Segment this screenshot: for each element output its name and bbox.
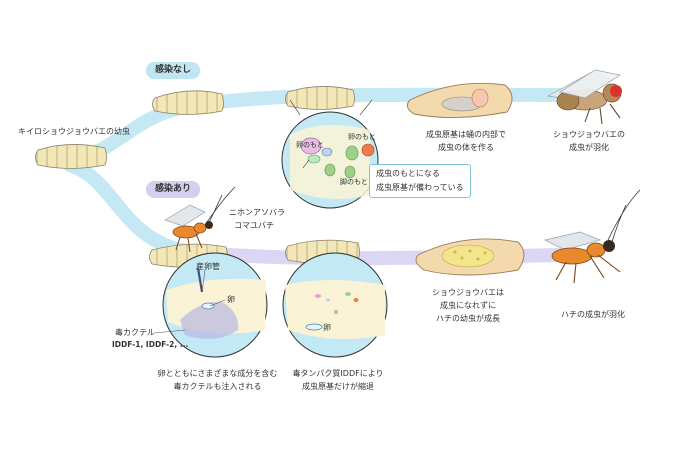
larva-start xyxy=(35,144,107,169)
imaginal-disc-circle xyxy=(281,111,379,209)
caption-pupa-bottom-line2: 成虫になれずに xyxy=(440,301,496,310)
pointer-egg xyxy=(209,299,226,307)
tag-uninfected: 感染なし xyxy=(146,62,201,79)
caption-fly-adult-line2: 成虫が羽化 xyxy=(569,143,609,152)
caption-pupa-top-line2: 成虫の体を作る xyxy=(438,143,494,152)
wasp-name-line1: ニホンアソバラ xyxy=(229,208,285,217)
label-egg-2: 卵 xyxy=(323,323,331,332)
pupa-bottom xyxy=(415,238,525,276)
host-larva-label: キイロショウジョウバエの幼虫 xyxy=(18,127,130,136)
pointer-cocktail xyxy=(154,329,186,334)
caption-iddf-line1: 毒タンパク質IDDFにより xyxy=(292,369,384,378)
degeneration-circle xyxy=(282,252,388,358)
info-box-line2: 成虫原基が備わっている xyxy=(376,183,464,192)
caption-inject-line2: 毒カクテルも注入される xyxy=(173,382,262,391)
caption-iddf: 毒タンパク質IDDFにより 成虫原基だけが縮退 xyxy=(283,367,393,393)
caption-inject: 卵とともにさまざまな成分を含む 毒カクテルも注入される xyxy=(150,367,285,393)
wasp-adult xyxy=(543,189,641,284)
label-venom-cocktail: 毒カクテル xyxy=(115,328,155,337)
wasp-name-line2: コマユバチ xyxy=(234,221,274,230)
caption-pupa-top: 成虫原基は蛹の内部で 成虫の体を作る xyxy=(418,128,514,154)
tag-infected: 感染あり xyxy=(146,181,201,198)
label-iddf-list: IDDF-1, IDDF-2, ... xyxy=(112,340,189,349)
caption-pupa-bottom-line3: ハチの幼虫が成長 xyxy=(436,314,500,323)
caption-inject-line1: 卵とともにさまざまな成分を含む xyxy=(157,369,278,378)
fruit-fly-adult xyxy=(546,69,622,125)
label-egg-precursor-right: 卵のもと xyxy=(348,133,376,141)
label-egg-1: 卵 xyxy=(227,295,235,304)
caption-pupa-bottom-line1: ショウジョウバエは xyxy=(432,288,504,297)
imaginal-disc-info-box: 成虫のもとになる 成虫原基が備わっている xyxy=(369,164,471,198)
infected-path-host xyxy=(63,158,187,257)
larva-top-2 xyxy=(285,86,355,110)
caption-pupa-bottom: ショウジョウバエは 成虫になれずに ハチの幼虫が成長 xyxy=(420,286,516,325)
pointer-ovipositor xyxy=(201,269,206,293)
info-box-line1: 成虫のもとになる xyxy=(376,169,440,178)
label-leg-precursor: 脚のもと xyxy=(340,178,368,186)
pupa-top xyxy=(406,82,513,118)
caption-wasp-adult: ハチの成虫が羽化 xyxy=(561,310,625,319)
caption-fly-adult-line1: ショウジョウバエの xyxy=(553,130,625,139)
label-ovipositor: 産卵管 xyxy=(196,262,220,271)
label-egg-precursor-left: 卵のもと xyxy=(296,141,324,149)
caption-pupa-top-line1: 成虫原基は蛹の内部で xyxy=(426,130,506,139)
oviposition-circle xyxy=(162,252,268,358)
parasitoid-wasp xyxy=(164,186,236,253)
caption-fly-adult: ショウジョウバエの 成虫が羽化 xyxy=(541,128,637,154)
larva-top-1 xyxy=(152,90,224,115)
caption-iddf-line2: 成虫原基だけが縮退 xyxy=(302,382,374,391)
